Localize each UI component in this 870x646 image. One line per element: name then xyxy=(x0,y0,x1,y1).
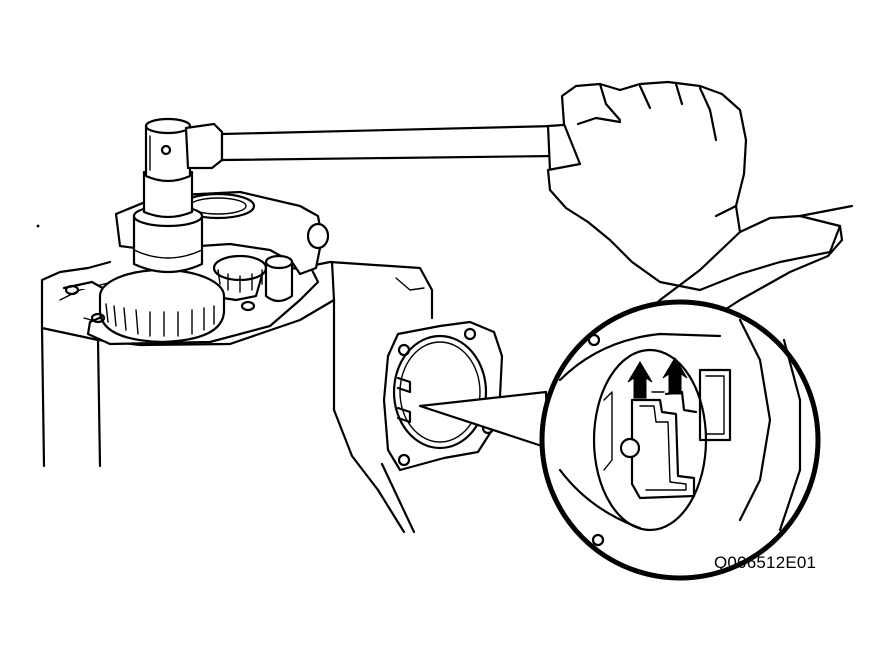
torque-wrench-icon xyxy=(160,122,582,172)
registration-dot xyxy=(36,224,40,228)
arrow-up-icon xyxy=(627,357,688,399)
figure-code: Q006512E01 xyxy=(714,553,817,572)
housing-flange xyxy=(382,320,504,472)
detail-zoom-circle xyxy=(539,299,821,581)
hand-icon xyxy=(546,80,854,322)
socket-extension xyxy=(132,117,204,274)
gear-assembly xyxy=(62,190,330,346)
